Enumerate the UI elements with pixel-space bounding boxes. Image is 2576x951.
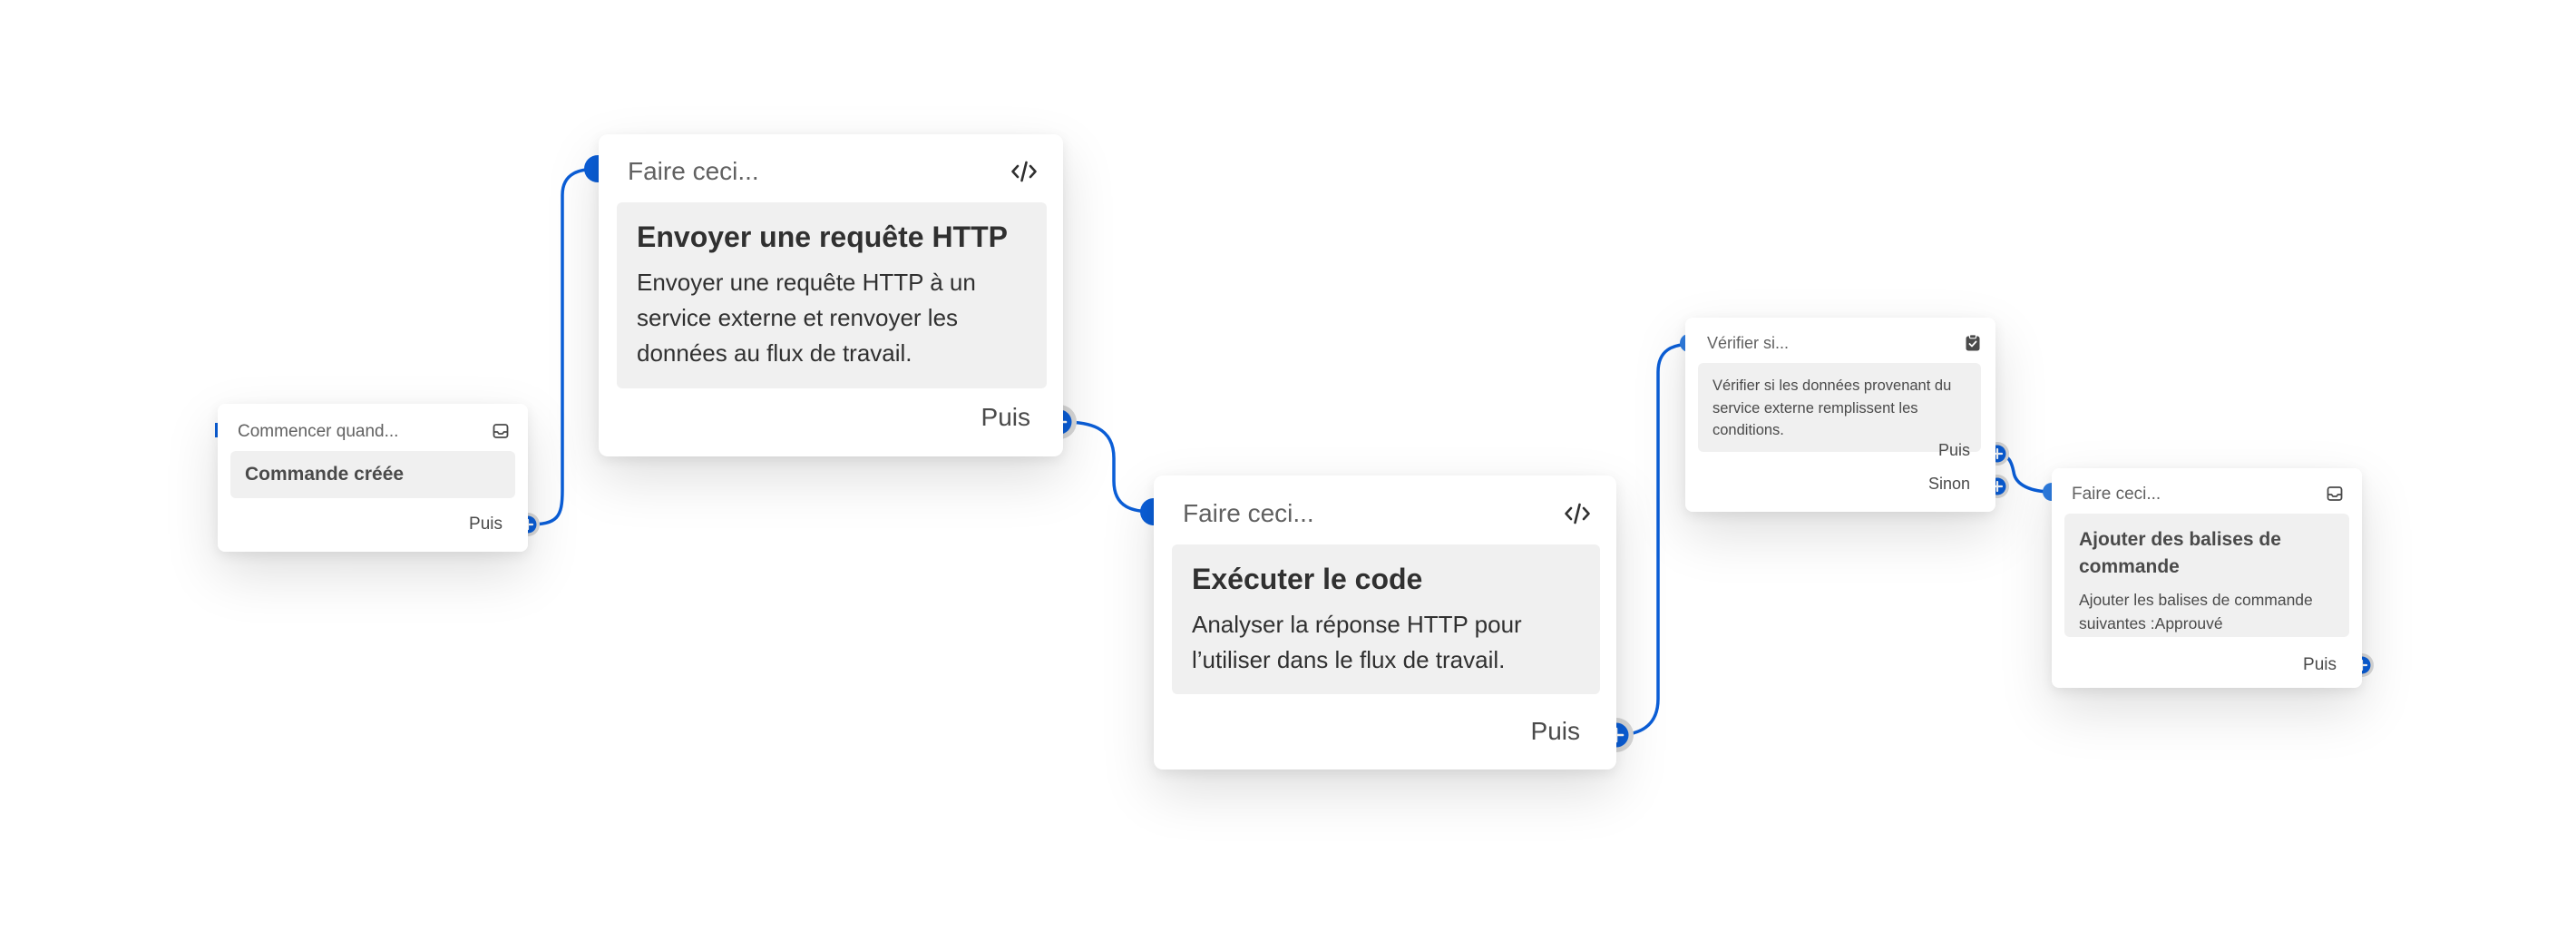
connector-code-to-condition <box>1615 342 1690 737</box>
code-card-label: Faire ceci... <box>1183 499 1314 527</box>
http-request-card[interactable]: Faire ceci... Envoyer une requête HTTP E… <box>599 134 1063 456</box>
condition-else-label: Sinon <box>1927 475 1970 493</box>
http-card-body: Envoyer une requête HTTP Envoyer une req… <box>617 202 1047 388</box>
clipboard-check-icon <box>1966 334 1980 351</box>
http-title: Envoyer une requête HTTP <box>637 221 1008 253</box>
tags-next-label: Puis <box>2303 655 2337 674</box>
condition-description: Vérifier si les données provenant du ser… <box>1712 377 1952 438</box>
connector-http-to-code <box>1062 420 1155 514</box>
condition-card-body: Vérifier si les données provenant du ser… <box>1698 363 1981 452</box>
code-icon <box>1565 503 1590 525</box>
tags-card-body: Ajouter des balises de commande Ajouter … <box>2064 514 2349 637</box>
connector-trigger-to-http <box>527 167 600 526</box>
http-next-label: Puis <box>981 403 1030 431</box>
code-description: Analyser la réponse HTTP pour l’utiliser… <box>1192 611 1522 673</box>
trigger-title: Commande créée <box>245 464 405 485</box>
tags-card-label: Faire ceci... <box>2072 485 2161 504</box>
tags-title: Ajouter des balises de commande <box>2079 529 2281 577</box>
tags-description: Ajouter les balises de commande suivante… <box>2079 591 2313 632</box>
http-card-label: Faire ceci... <box>628 157 759 185</box>
code-card-body: Exécuter le code Analyser la réponse HTT… <box>1172 544 1600 694</box>
inbox-icon <box>493 424 509 438</box>
condition-card-label: Vérifier si... <box>1707 334 1790 352</box>
trigger-next-label: Puis <box>469 515 503 534</box>
code-icon <box>1011 161 1037 182</box>
trigger-card-label: Commencer quand... <box>238 422 399 441</box>
run-code-card[interactable]: Faire ceci... Exécuter le code Analyser … <box>1154 476 1616 770</box>
code-next-label: Puis <box>1530 717 1580 745</box>
condition-then-label: Puis <box>1937 441 1970 459</box>
trigger-card-body: Commande créée <box>230 451 515 498</box>
inbox-icon <box>2327 486 2343 501</box>
http-description: Envoyer une requête HTTP à un service ex… <box>637 269 976 367</box>
trigger-card[interactable]: Commencer quand... Commande créée Puis <box>218 404 528 552</box>
add-tags-card[interactable]: Faire ceci... Ajouter des balises de com… <box>2052 468 2362 688</box>
condition-card[interactable]: Vérifier si... Vérifier si les données p… <box>1685 318 1995 512</box>
code-title: Exécuter le code <box>1192 563 1423 595</box>
